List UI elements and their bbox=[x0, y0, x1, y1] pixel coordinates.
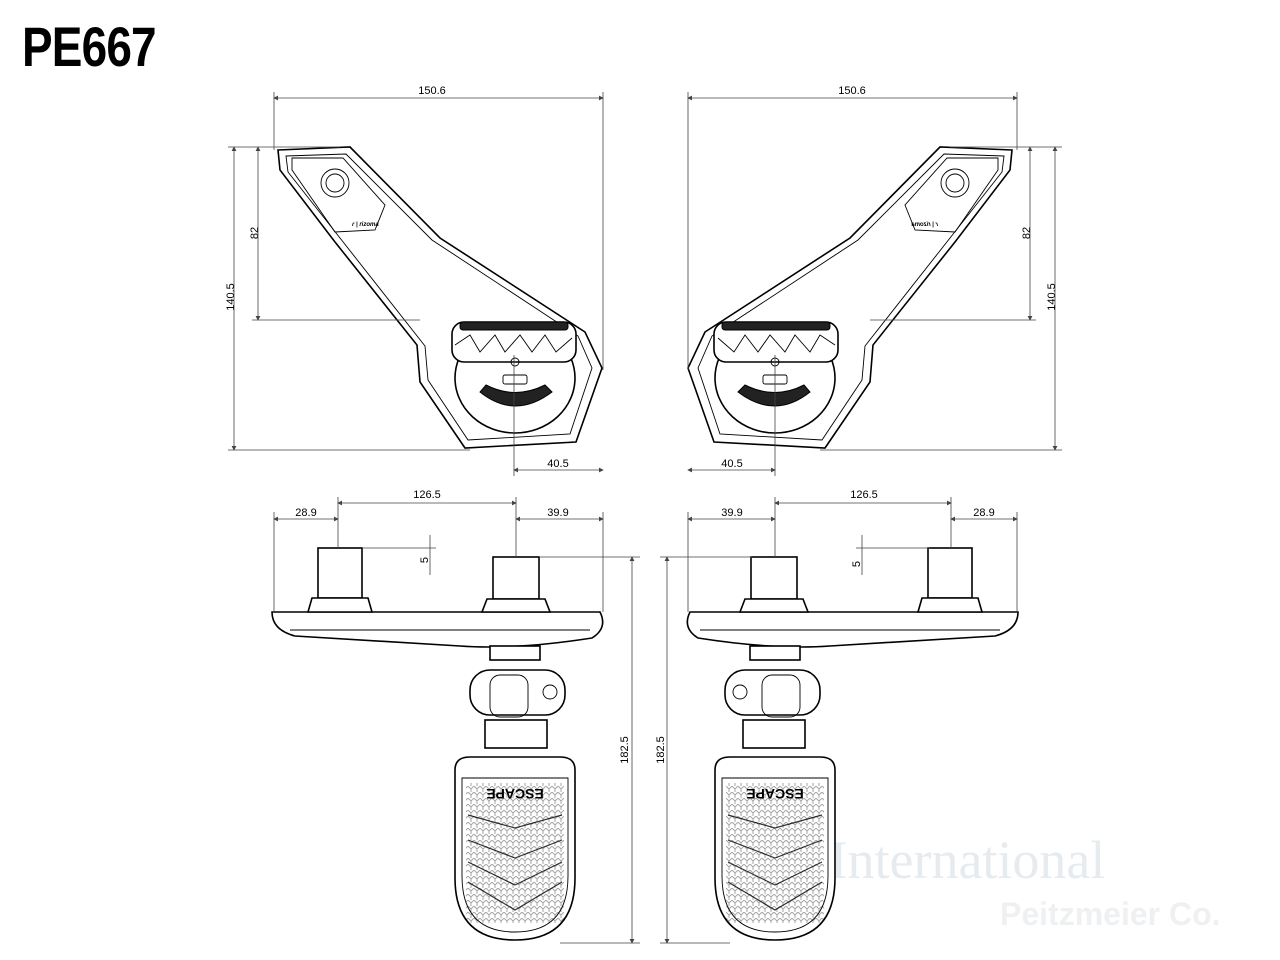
part-number-title: PE667 bbox=[22, 15, 157, 78]
dim-28-9-right: 28.9 bbox=[973, 507, 994, 519]
escape-text-right: ESCAPE bbox=[746, 786, 804, 802]
dim-40-5-left: 40.5 bbox=[547, 458, 568, 470]
dim-width-left: 150.6 bbox=[418, 85, 446, 97]
dim-182-5-left: 182.5 bbox=[619, 736, 631, 764]
footpeg-front-view-left bbox=[271, 547, 604, 941]
dim-140-5-right: 140.5 bbox=[1046, 283, 1058, 311]
dim-39-9-right: 39.9 bbox=[721, 507, 742, 519]
dim-width-right: 150.6 bbox=[838, 85, 866, 97]
dim-40-5-right: 40.5 bbox=[721, 458, 742, 470]
dim-82-right: 82 bbox=[1021, 227, 1033, 239]
dimensions-front-right bbox=[660, 497, 1018, 944]
bracket-top-view-left bbox=[277, 146, 603, 449]
dim-140-5-left: 140.5 bbox=[225, 283, 237, 311]
dim-182-5-right: 182.5 bbox=[655, 736, 667, 764]
dim-126-5-right: 126.5 bbox=[850, 489, 878, 501]
dim-5-right: 5 bbox=[851, 561, 863, 567]
dim-28-9-left: 28.9 bbox=[295, 507, 316, 519]
dimensions-top-right bbox=[687, 92, 1062, 476]
dim-82-left: 82 bbox=[249, 227, 261, 239]
dimensions-top-left bbox=[228, 92, 604, 476]
escape-text-left: ESCAPE bbox=[486, 786, 544, 802]
dim-39-9-left: 39.9 bbox=[547, 507, 568, 519]
dim-5-left: 5 bbox=[419, 557, 431, 563]
dimensions-front-left bbox=[273, 497, 640, 944]
dim-126-5-left: 126.5 bbox=[413, 489, 441, 501]
bracket-top-view-right bbox=[687, 146, 1013, 449]
watermark-line2: Peitzmeier Co. bbox=[1000, 896, 1221, 932]
